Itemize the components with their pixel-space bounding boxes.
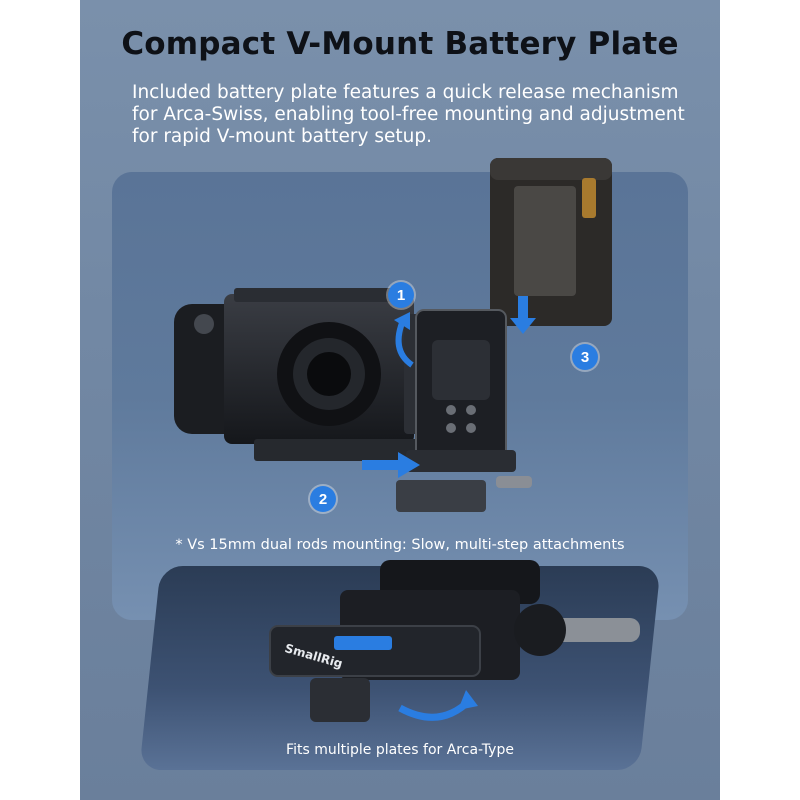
- step-badge-1: 1: [388, 282, 414, 308]
- step-badge-2: 2: [310, 486, 336, 512]
- quick-release-closeup-illustration: [269, 560, 640, 722]
- promo-panel: Compact V-Mount Battery Plate Included b…: [80, 0, 720, 800]
- battery-plate-illustration: [396, 309, 532, 512]
- step-badge-3: 3: [572, 344, 598, 370]
- motion-arrow-2-icon: [362, 452, 420, 478]
- v-mount-battery-illustration: [490, 158, 612, 326]
- motion-arrow-3-icon: [510, 296, 536, 334]
- description-text: Included battery plate features a quick …: [132, 82, 685, 147]
- footnote-text: * Vs 15mm dual rods mounting: Slow, mult…: [175, 537, 625, 553]
- closeup-caption: Fits multiple plates for Arca-Type: [286, 742, 514, 758]
- page-title: Compact V-Mount Battery Plate: [121, 26, 679, 62]
- motion-arrow-1-icon: [394, 312, 414, 368]
